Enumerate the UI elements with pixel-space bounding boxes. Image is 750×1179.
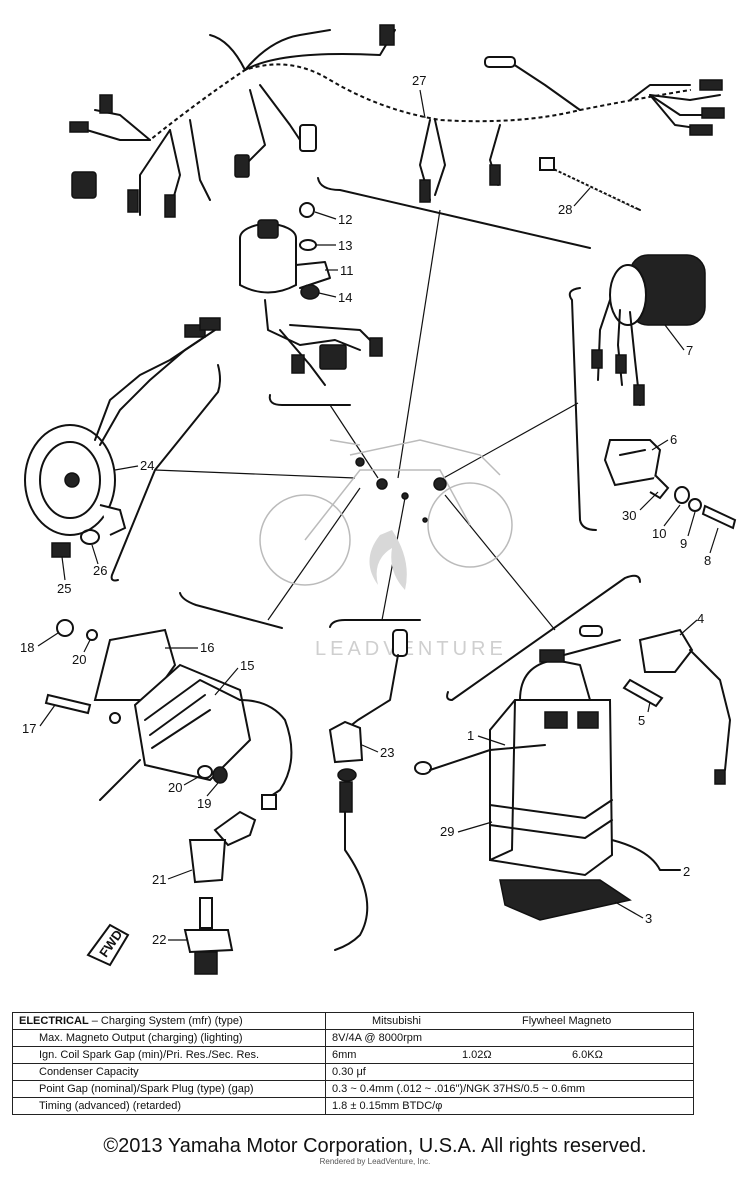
callout-23: 23 — [380, 745, 394, 760]
spec-row-value: 0.30 μf — [325, 1063, 694, 1081]
callout-3: 3 — [645, 911, 652, 926]
callout-12: 12 — [338, 212, 352, 227]
spec-row: Ign. Coil Spark Gap (min)/Pri. Res./Sec.… — [12, 1046, 694, 1064]
callout-24: 24 — [140, 458, 154, 473]
callout-6: 6 — [670, 432, 677, 447]
rectifier — [591, 254, 706, 406]
callout-10: 10 — [652, 526, 666, 541]
callout-9: 9 — [680, 536, 687, 551]
spec-value-2: 1.02Ω — [462, 1049, 492, 1061]
callout-27: 27 — [412, 73, 426, 88]
callout-20a: 20 — [72, 652, 86, 667]
watermark-text: LEADVENTURE — [315, 638, 507, 660]
callout-16: 16 — [200, 640, 214, 655]
spec-row-value: 8V/4A @ 8000rpm — [325, 1029, 694, 1047]
callout-7: 7 — [686, 343, 693, 358]
rendered-by-notice: Rendered by LeadVenture, Inc. — [319, 1157, 431, 1166]
copyright-notice: ©2013 Yamaha Motor Corporation, U.S.A. A… — [103, 1135, 647, 1157]
electrical-exploded-diagram: LEADVENTURE — [20, 24, 737, 975]
spec-row-value: 6mm 1.02Ω 6.0KΩ — [325, 1046, 694, 1064]
callout-labels: 1 2 3 4 5 6 7 8 9 10 11 12 13 14 15 16 1… — [20, 73, 719, 947]
spec-header-rest: – Charging System (mfr) (type) — [88, 1015, 243, 1027]
callout-8: 8 — [704, 553, 711, 568]
callout-4: 4 — [697, 611, 704, 626]
callout-11: 11 — [340, 263, 354, 278]
callout-22: 22 — [152, 932, 166, 947]
spec-row: Timing (advanced) (retarded) 1.8 ± 0.15m… — [12, 1097, 694, 1115]
spec-header-row: ELECTRICAL – Charging System (mfr) (type… — [12, 1012, 694, 1030]
callout-1: 1 — [467, 728, 474, 743]
spec-header-prefix: ELECTRICAL — [19, 1015, 89, 1027]
cable-tie — [539, 157, 641, 211]
motorcycle-outline — [259, 439, 513, 586]
callout-17: 17 — [22, 721, 36, 736]
spec-row-label: Timing (advanced) (retarded) — [12, 1097, 326, 1115]
main-switch — [239, 202, 383, 386]
spark-plug — [183, 897, 234, 975]
callout-13: 13 — [338, 238, 352, 253]
spec-row: Condenser Capacity 0.30 μf — [12, 1063, 694, 1081]
section-divider-lines — [110, 177, 641, 701]
callout-29: 29 — [440, 824, 454, 839]
spec-row-label: Point Gap (nominal)/Spark Plug (type) (g… — [12, 1080, 326, 1098]
callout-2: 2 — [683, 864, 690, 879]
spec-row-label: Condenser Capacity — [12, 1063, 326, 1081]
callout-30: 30 — [622, 508, 636, 523]
spec-row-value: 1.8 ± 0.15mm BTDC/φ — [325, 1097, 694, 1115]
wire-harness — [69, 24, 725, 218]
callout-26: 26 — [93, 563, 107, 578]
ignition-coil — [44, 619, 293, 810]
horn — [24, 317, 221, 558]
callout-20b: 20 — [168, 780, 182, 795]
spec-row-label: Ign. Coil Spark Gap (min)/Pri. Res./Sec.… — [12, 1046, 326, 1064]
spec-value-1: 0.30 μf — [332, 1066, 366, 1078]
bike-connection-points — [355, 457, 447, 523]
battery — [414, 625, 731, 921]
watermark: LEADVENTURE — [315, 530, 507, 660]
spec-value-1: 1.8 ± 0.15mm BTDC/φ — [332, 1100, 443, 1112]
callout-19: 19 — [197, 796, 211, 811]
spec-row: Point Gap (nominal)/Spark Plug (type) (g… — [12, 1080, 694, 1098]
callout-5: 5 — [638, 713, 645, 728]
spec-header-label: ELECTRICAL – Charging System (mfr) (type… — [12, 1012, 326, 1030]
spec-header-v1: Mitsubishi — [372, 1015, 421, 1027]
callout-14: 14 — [338, 290, 352, 305]
spec-value-3: 6.0KΩ — [572, 1049, 603, 1061]
spec-row-label: Max. Magneto Output (charging) (lighting… — [12, 1029, 326, 1047]
spec-value-1: 0.3 ~ 0.4mm (.012 ~ .016")/NGK 37HS/0.5 … — [332, 1083, 586, 1095]
callout-21: 21 — [152, 872, 166, 887]
callout-28: 28 — [558, 202, 572, 217]
spec-header-value: Mitsubishi Flywheel Magneto — [325, 1012, 694, 1030]
spec-value-1: 6mm — [332, 1049, 357, 1061]
spark-plug-cap — [188, 810, 257, 884]
neutral-switch — [328, 629, 408, 951]
electrical-spec-table: ELECTRICAL – Charging System (mfr) (type… — [12, 1012, 694, 1115]
callout-15: 15 — [240, 658, 254, 673]
spec-header-v2: Flywheel Magneto — [522, 1015, 612, 1027]
callout-18: 18 — [20, 640, 34, 655]
spec-value-1: 8V/4A @ 8000rpm — [332, 1032, 423, 1044]
front-direction-badge: FWD — [86, 923, 130, 967]
spec-row: Max. Magneto Output (charging) (lighting… — [12, 1029, 694, 1047]
callout-25: 25 — [57, 581, 71, 596]
spec-row-value: 0.3 ~ 0.4mm (.012 ~ .016")/NGK 37HS/0.5 … — [325, 1080, 694, 1098]
